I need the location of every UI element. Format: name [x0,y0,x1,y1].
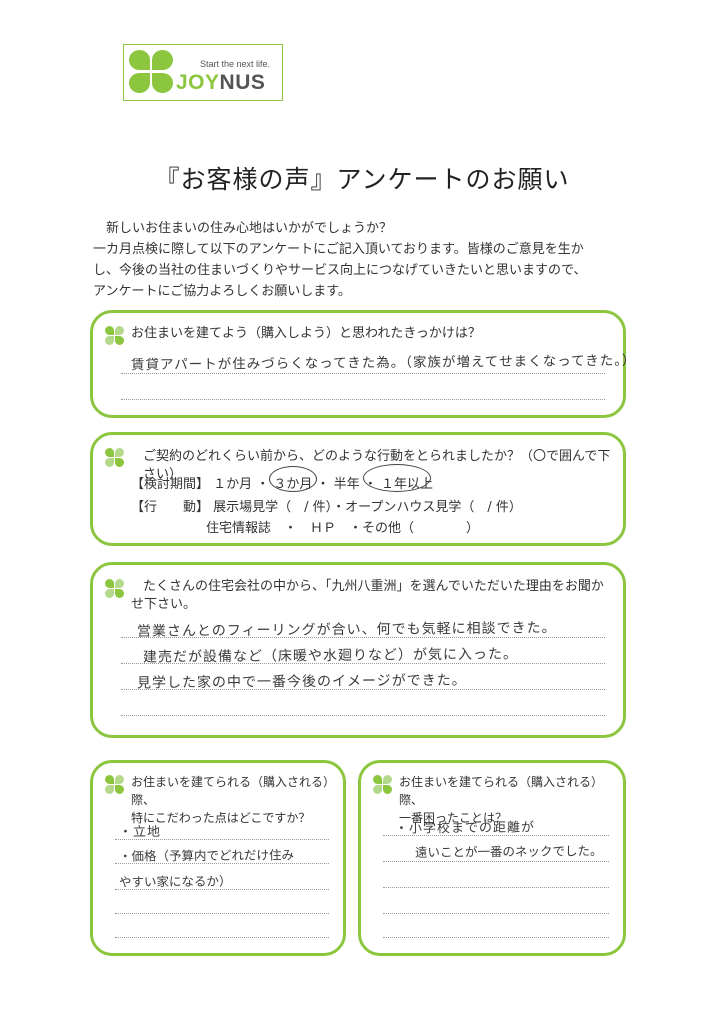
answer-line [115,863,329,864]
clover-icon [105,326,125,346]
answer-line [121,373,605,374]
clover-icon [105,775,125,795]
answer-line [121,715,605,716]
answer-line [121,689,605,690]
question-5-text: お住まいを建てられる（購入される）際、 一番困ったことは？ [399,775,604,825]
answer-line [383,887,609,888]
answer-line [115,839,329,840]
question-2-text: ご契約のどれくらい前から、どのような行動をとられましたか？（〇で囲んで下さい） [143,449,611,482]
answer-line [383,913,609,914]
answer-line [115,889,329,890]
question-box-5: お住まいを建てられる（購入される）際、 一番困ったことは？ ・小学校までの距離が… [358,760,626,956]
answer-line [121,663,605,664]
selection-circle [363,464,431,492]
page-title: 『お客様の声』アンケートのお願い [154,165,570,194]
answer-line [115,913,329,914]
question-box-4: お住まいを建てられる（購入される）際、 特にこだわった点はどこですか？ ・立地 … [90,760,346,956]
logo-tagline: Start the next life. [200,59,271,69]
clover-icon [105,579,125,599]
answer-4-line-3: やすい家になるか） [118,873,232,890]
clover-icon [373,775,393,795]
answer-line [121,399,605,400]
answer-line [121,637,605,638]
question-box-2: ご契約のどれくらい前から、どのような行動をとられましたか？（〇で囲んで下さい） … [90,432,626,546]
answer-4-line-2: ・価格（予算内でどれだけ住み [118,847,295,864]
answer-line [383,937,609,938]
question-3-text: たくさんの住宅会社の中から、「九州八重洲」を選んでいただいた理由をお聞か せ下さ… [131,579,604,612]
question-1-text: お住まいを建てよう（購入しよう）と思われたきっかけは？ [131,326,481,341]
question-box-3: たくさんの住宅会社の中から、「九州八重洲」を選んでいただいた理由をお聞か せ下さ… [90,562,626,738]
action-row: 【行 動】 展示場見学（ / 件）・オープンハウス見学（ / 件） [131,500,522,515]
question-box-1: お住まいを建てよう（購入しよう）と思われたきっかけは？ 賃貸アパートが住みづらく… [90,310,636,418]
action-row-2: 住宅情報誌 ・ ＨＰ ・その他（ ） [206,521,480,536]
company-logo: Start the next life. JOYNUS [123,44,283,101]
answer-line [115,937,329,938]
answer-line [383,835,609,836]
clover-icon [105,448,125,468]
logo-brand: JOYNUS [176,71,266,94]
answer-4-line-1: ・立地 [118,824,162,841]
clover-icon [129,50,177,96]
question-4-text: お住まいを建てられる（購入される）際、 特にこだわった点はどこですか？ [131,775,336,825]
answer-5-line-1: ・小学校までの距離が [394,820,536,837]
selection-circle [269,466,317,492]
answer-5-line-2: 遠いことが一番のネックでした。 [414,843,603,860]
intro-text: 新しいお住まいの住み心地はいかがでしょうか？ 一カ月点検に際して以下のアンケート… [93,221,587,299]
answer-line [383,861,609,862]
answer-1-text: 賃貸アパートが住みづらくなってきた為。（家族が増えてせまくなってきた。） [130,352,637,374]
